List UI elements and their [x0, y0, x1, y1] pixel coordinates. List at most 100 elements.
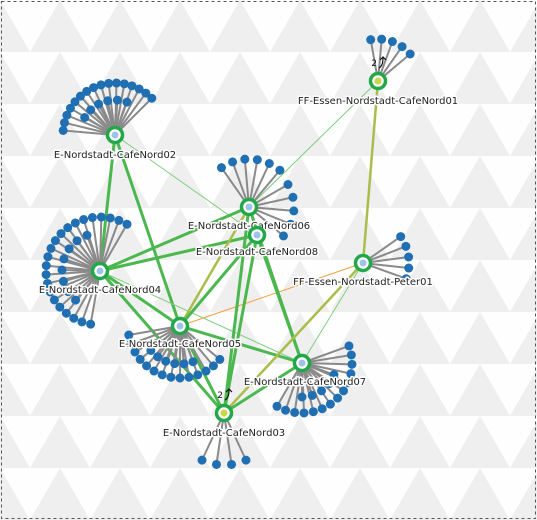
client-dot[interactable]	[211, 459, 221, 469]
client-dot[interactable]	[299, 408, 309, 418]
client-dot[interactable]	[281, 405, 291, 415]
client-dot[interactable]	[286, 219, 296, 229]
client-dot[interactable]	[288, 192, 298, 202]
client-dot[interactable]	[147, 93, 157, 103]
client-dot[interactable]	[290, 407, 300, 417]
client-dot[interactable]	[405, 49, 415, 59]
client-dot[interactable]	[396, 232, 406, 242]
client-dot[interactable]	[347, 359, 357, 369]
node-cafe06[interactable]: E-Nordstadt-CafeNord06	[186, 197, 312, 234]
client-dot[interactable]	[94, 99, 104, 109]
client-dot[interactable]	[127, 81, 137, 91]
client-dot[interactable]	[216, 163, 226, 173]
client-dot[interactable]	[179, 359, 189, 369]
client-dot[interactable]	[71, 295, 81, 305]
client-dot[interactable]	[70, 97, 80, 107]
link-cafe04-cafe05[interactable]	[98, 269, 182, 328]
link-cafe02-cafe05[interactable]	[113, 133, 182, 328]
client-dot[interactable]	[153, 352, 163, 362]
client-dot[interactable]	[80, 113, 90, 122]
client-dot[interactable]	[297, 392, 307, 402]
client-dot[interactable]	[339, 386, 349, 396]
client-dot[interactable]	[142, 361, 152, 371]
client-dot[interactable]	[114, 215, 124, 225]
client-dot[interactable]	[252, 155, 262, 165]
client-dot[interactable]	[79, 215, 89, 225]
client-dot[interactable]	[397, 42, 407, 52]
link-cafe02-cafe04[interactable]	[98, 133, 117, 273]
client-dot[interactable]	[325, 399, 335, 409]
client-dot[interactable]	[201, 366, 211, 376]
client-dot[interactable]	[59, 254, 69, 264]
link-cafe07-cafe03[interactable]	[222, 361, 304, 415]
client-dot[interactable]	[49, 295, 59, 305]
client-dot[interactable]	[377, 34, 387, 44]
client-dot[interactable]	[346, 369, 356, 379]
node-cafe02[interactable]: E-Nordstadt-CafeNord02	[52, 125, 178, 163]
client-dot[interactable]	[227, 459, 237, 469]
client-dot[interactable]	[343, 378, 353, 388]
client-dot[interactable]	[61, 308, 71, 318]
client-dot[interactable]	[329, 370, 339, 380]
client-dot[interactable]	[62, 110, 72, 120]
link-cafe08-cafe03[interactable]	[222, 233, 259, 415]
link-ffcafe01-peter01[interactable]	[361, 79, 380, 265]
link-cafe05-peter01[interactable]	[179, 262, 364, 327]
link-cafe08-cafe07[interactable]	[255, 233, 304, 365]
client-dot[interactable]	[89, 83, 99, 93]
client-dot[interactable]	[86, 319, 96, 329]
client-dot[interactable]	[96, 80, 106, 90]
link-cafe06-cafe03[interactable]	[222, 205, 251, 415]
client-dot[interactable]	[42, 278, 52, 288]
client-dot[interactable]	[119, 79, 129, 89]
client-dot[interactable]	[387, 37, 397, 47]
client-dot[interactable]	[75, 91, 85, 101]
client-dot[interactable]	[45, 287, 55, 297]
link-ffcafe01-cafe06[interactable]	[248, 80, 379, 208]
client-dot[interactable]	[70, 218, 80, 228]
client-dot[interactable]	[141, 88, 151, 98]
client-dot[interactable]	[161, 356, 171, 366]
client-dot[interactable]	[401, 241, 411, 251]
client-dot[interactable]	[188, 357, 198, 367]
client-dot[interactable]	[307, 390, 317, 400]
client-dot[interactable]	[82, 230, 92, 240]
client-dot[interactable]	[344, 341, 354, 351]
client-dot[interactable]	[56, 229, 66, 239]
node-cafe08[interactable]: E-Nordstadt-CafeNord08	[194, 225, 320, 260]
client-dot[interactable]	[289, 206, 299, 216]
client-dot[interactable]	[58, 125, 68, 135]
link-cafe05-cafe06[interactable]	[178, 205, 251, 328]
client-dot[interactable]	[65, 103, 75, 113]
client-dot[interactable]	[241, 455, 251, 465]
client-dot[interactable]	[208, 361, 218, 371]
client-dot[interactable]	[87, 213, 97, 223]
client-dot[interactable]	[122, 97, 132, 107]
client-dot[interactable]	[58, 276, 68, 286]
link-cafe04-cafe08[interactable]	[98, 233, 259, 273]
client-dot[interactable]	[69, 313, 79, 323]
client-dot[interactable]	[149, 366, 159, 376]
client-dot[interactable]	[240, 154, 250, 164]
client-dot[interactable]	[275, 165, 285, 175]
client-dot[interactable]	[57, 265, 67, 275]
client-dot[interactable]	[366, 35, 376, 45]
client-dot[interactable]	[104, 78, 114, 88]
client-dot[interactable]	[64, 244, 74, 254]
client-dot[interactable]	[41, 261, 51, 271]
client-dot[interactable]	[228, 157, 238, 167]
client-dot[interactable]	[82, 86, 92, 96]
client-dot[interactable]	[50, 236, 60, 246]
client-dot[interactable]	[346, 350, 356, 360]
link-cafe04-cafe07[interactable]	[99, 270, 303, 364]
client-dot[interactable]	[55, 302, 65, 312]
client-dot[interactable]	[46, 243, 56, 253]
client-dot[interactable]	[122, 219, 132, 229]
client-dot[interactable]	[278, 231, 288, 241]
client-dot[interactable]	[126, 339, 136, 349]
node-cafe07[interactable]: E-Nordstadt-CafeNord07	[242, 353, 368, 390]
client-dot[interactable]	[404, 252, 414, 262]
